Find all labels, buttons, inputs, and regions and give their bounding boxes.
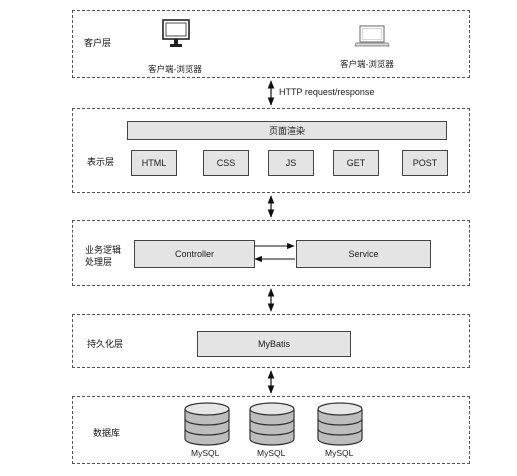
database-layer-label: 数据库 (93, 428, 121, 438)
css-box: CSS (203, 150, 249, 176)
post-box: POST (402, 150, 448, 176)
js-box: JS (268, 150, 314, 176)
database-cylinder-icon (183, 402, 231, 451)
presentation-layer: 表示层 页面渲染 HTML CSS JS GET POST (72, 108, 470, 193)
mybatis-box: MyBatis (197, 331, 351, 357)
persistence-layer-label: 持久化层 (87, 339, 124, 349)
controller-box: Controller (134, 240, 255, 268)
business-logic-layer: 业务逻辑 处理层 Controller Service (72, 220, 470, 286)
database-cylinder-icon (316, 402, 364, 451)
business-layer-label-line2: 处理层 (85, 257, 113, 267)
get-box: GET (333, 150, 379, 176)
desktop-client-caption: 客户端-浏览器 (148, 64, 202, 74)
presentation-layer-label: 表示层 (87, 157, 115, 167)
laptop-client-caption: 客户端-浏览器 (340, 59, 394, 69)
mysql-caption-2: MySQL (257, 448, 286, 458)
database-layer: 数据库 MySQL MySQL MySQL (72, 396, 470, 464)
laptop-icon (354, 25, 390, 54)
client-layer-label: 客户层 (84, 38, 112, 48)
desktop-monitor-icon (162, 19, 190, 54)
html-box: HTML (131, 150, 177, 176)
mysql-caption-1: MySQL (191, 448, 220, 458)
page-render-box: 页面渲染 (127, 121, 447, 140)
service-box: Service (296, 240, 431, 268)
persistence-layer: 持久化层 MyBatis (72, 314, 470, 368)
business-layer-label-line1: 业务逻辑 (85, 245, 122, 255)
http-request-response-label: HTTP request/response (279, 87, 375, 97)
mysql-caption-3: MySQL (325, 448, 354, 458)
database-cylinder-icon (248, 402, 296, 451)
client-layer: 客户层 客户端-浏览器 客户端-浏览器 (72, 10, 470, 78)
